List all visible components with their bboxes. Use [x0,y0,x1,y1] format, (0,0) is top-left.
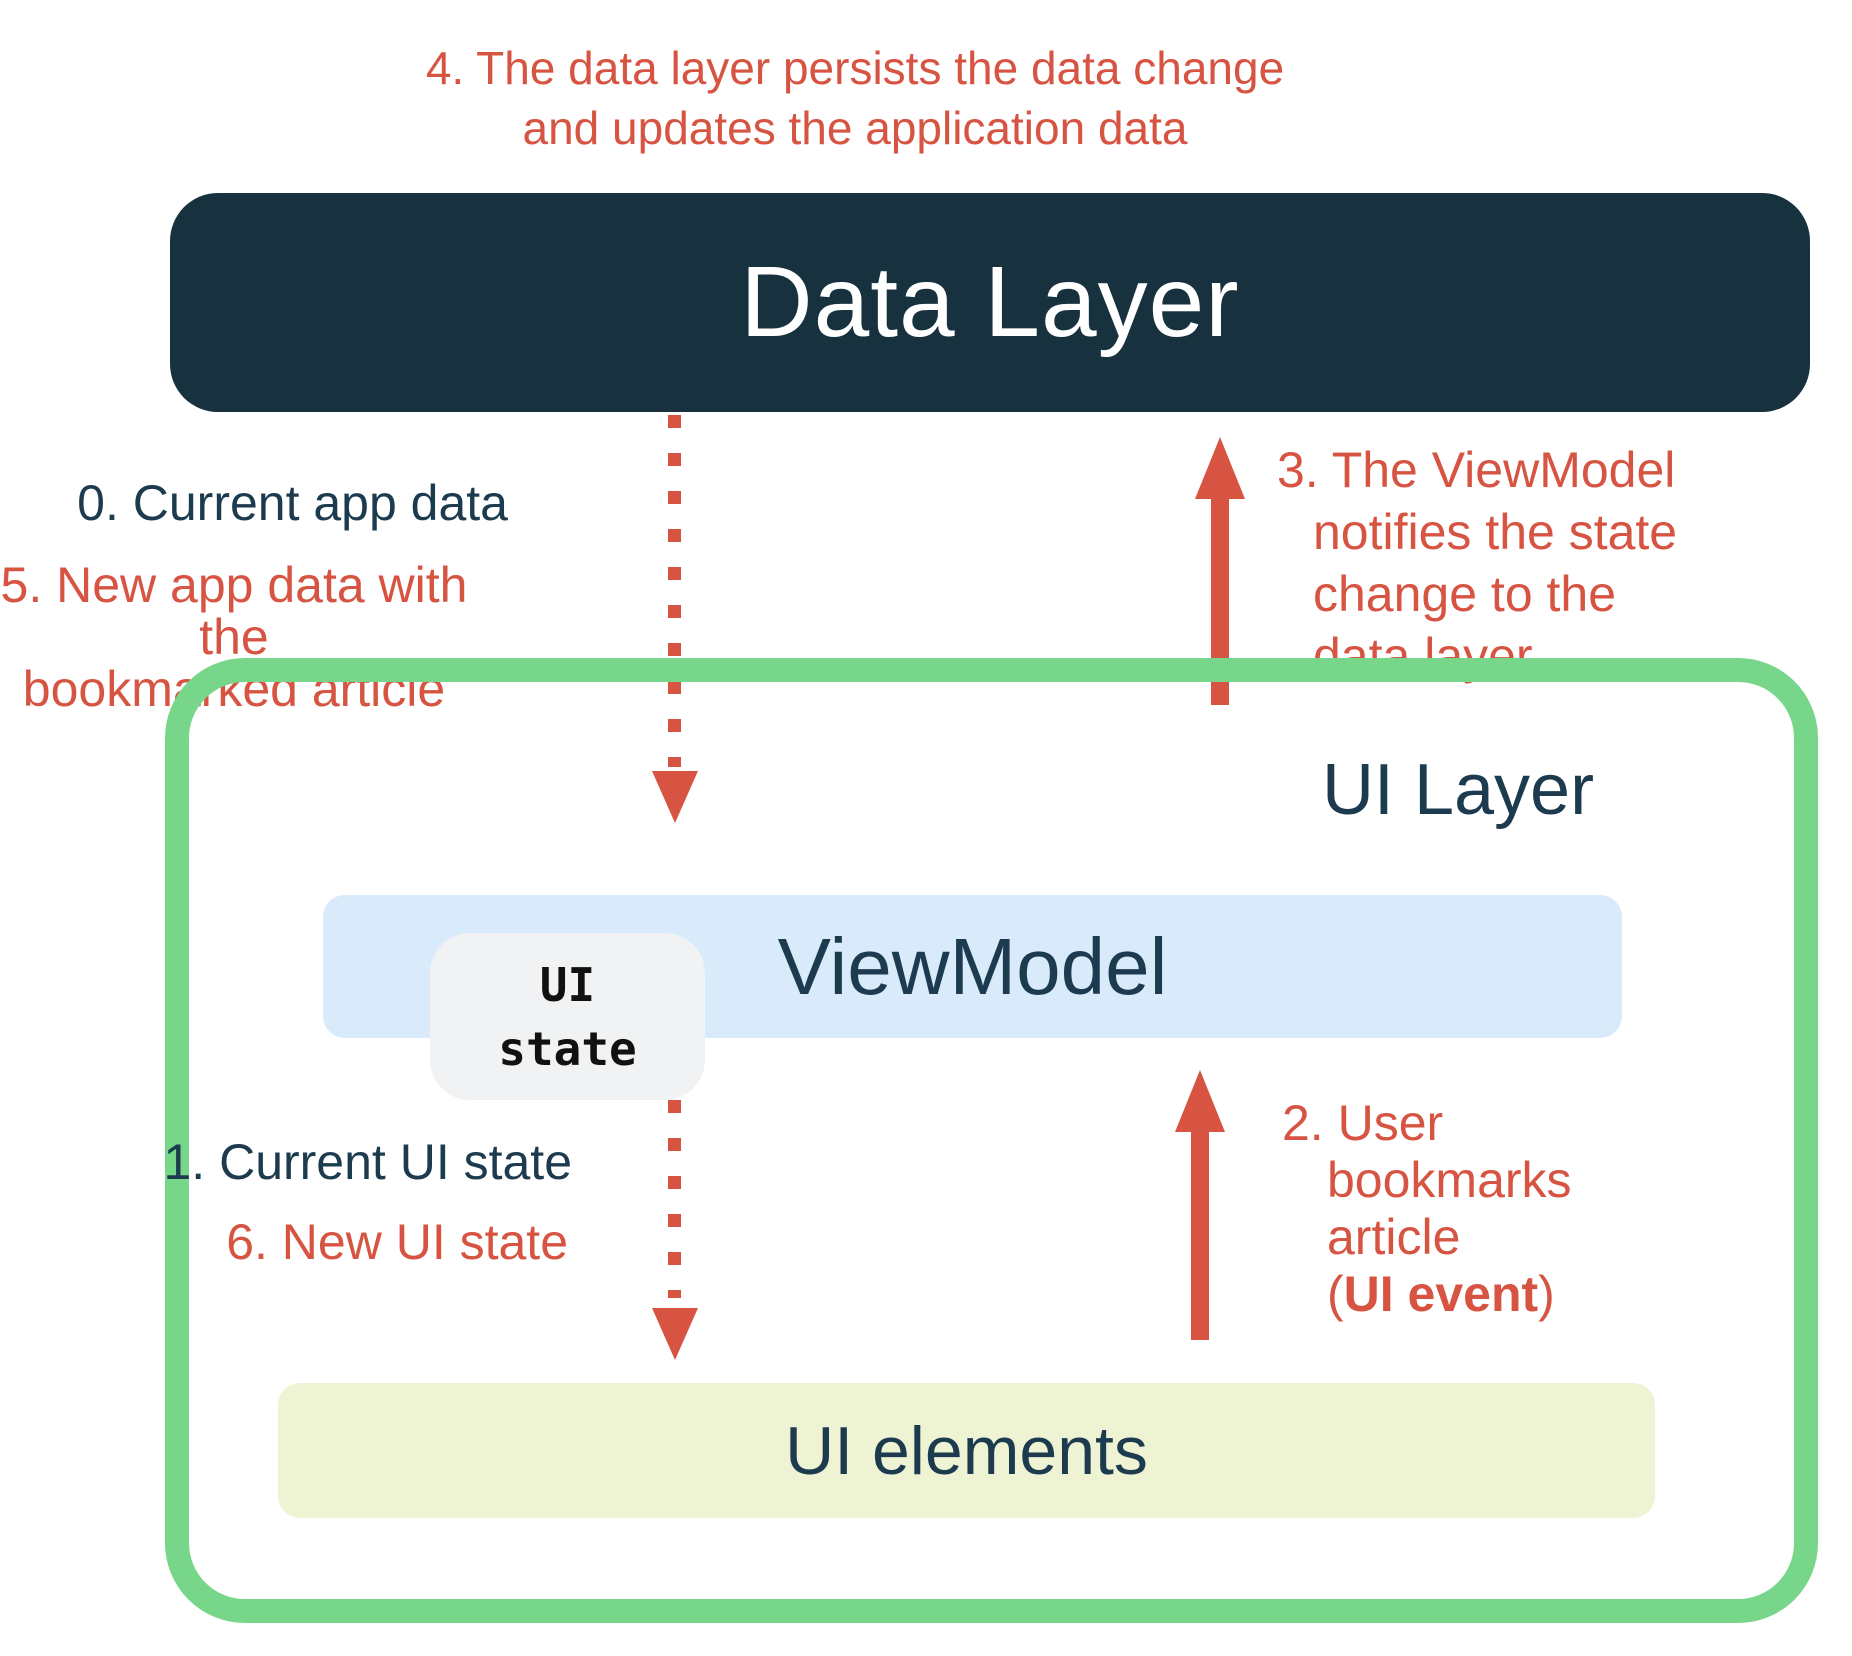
arrowhead-down-icon [652,1308,698,1360]
data-layer-label: Data Layer [740,246,1240,358]
annotation-step4-line1: 4. The data layer persists the data chan… [425,42,1285,94]
dotted-arrow-viewmodel-to-ui-elements [668,1100,681,1298]
annotation-step3-line3: change to the [1313,566,1617,622]
annotation-step1: 1. Current UI state [163,1134,573,1190]
annotation-step5-line1: 5. New app data with the [0,557,468,665]
annotation-step4: 4. The data layer persists the data chan… [250,38,1460,158]
ui-event-bold-text: UI event [1343,1266,1539,1322]
ui-layer-label: UI Layer [1321,750,1595,830]
annotation-step2-line3: article [1327,1209,1461,1265]
annotation-step2-line2: bookmarks [1327,1152,1572,1208]
annotation-step6: 6. New UI state [226,1214,568,1270]
arrow-ui-layer-to-data-layer [1211,495,1229,705]
ui-elements-label: UI elements [785,1412,1148,1489]
annotation-step0: 0. Current app data [77,475,508,531]
paren-open: ( [1327,1266,1344,1322]
annotation-step2-line4: (UI event) [1282,1266,1572,1323]
arrowhead-up-icon [1175,1070,1225,1132]
annotation-step2-line1: 2. User [1282,1095,1444,1151]
paren-close: ) [1538,1266,1555,1322]
annotation-step3: 3. The ViewModel notifies the state chan… [1277,439,1677,687]
ui-layer-box [165,658,1818,1623]
arrowhead-down-icon [652,771,698,823]
ui-state-line2: state [498,1021,637,1076]
annotation-step2: 2. User bookmarks article (UI event) [1282,1095,1572,1323]
ui-state-badge: UI state [430,933,705,1100]
annotation-step4-line2: and updates the application data [522,102,1188,154]
annotation-step3-line2: notifies the state [1313,504,1678,560]
annotation-step3-line1: 3. The ViewModel [1277,442,1676,498]
data-layer-box: Data Layer [170,193,1810,412]
viewmodel-label: ViewModel [777,921,1168,1011]
arrowhead-up-icon [1195,437,1245,499]
arrow-ui-elements-to-viewmodel [1191,1128,1209,1340]
ui-elements-box: UI elements [278,1383,1655,1518]
ui-state-line1: UI [539,957,596,1012]
